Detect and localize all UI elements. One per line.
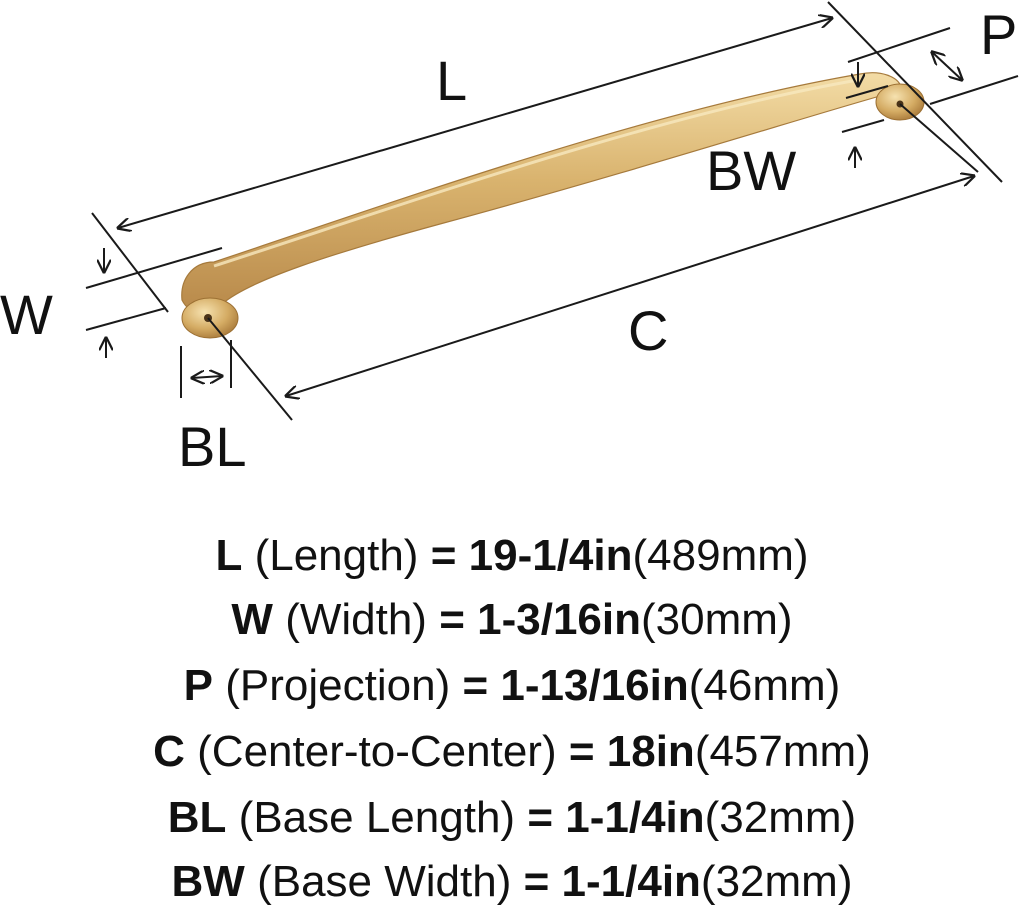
center-dimension-line [286,176,974,396]
width-label: W [0,283,53,346]
spec-metric: (489mm) [632,531,809,580]
center-extension-right [899,103,979,173]
projection-label: P [980,3,1017,66]
center-extension-left [207,317,293,421]
cabinet-pull-handle [181,72,925,339]
spec-symbol: BL [167,793,227,842]
spec-row-base-length: BL (Base Length) = 1-1/4in(32mm) [0,790,1024,846]
length-extension-right [827,1,1003,183]
specifications-list: L (Length) = 19-1/4in(489mm) W (Width) =… [0,520,1024,920]
base-length-label: BL [178,415,247,478]
spec-description: (Center-to-Center) [197,727,557,776]
spec-symbol: C [153,727,185,776]
dimension-lines [85,1,1019,421]
spec-value: 1-13/16in [500,661,689,710]
spec-equals: = [462,661,489,710]
width-extension-bottom [85,307,167,331]
base-width-extension-top [845,85,889,99]
spec-equals: = [527,793,554,842]
spec-value: 1-1/4in [565,793,705,842]
spec-description: (Base Width) [257,857,512,906]
projection-extension-bottom [929,75,1019,105]
spec-symbol: P [183,661,214,710]
spec-row-length: L (Length) = 19-1/4in(489mm) [0,528,1024,584]
spec-equals: = [523,857,550,906]
base-width-extension-bottom [841,119,885,133]
spec-row-projection: P (Projection) = 1-13/16in(46mm) [0,658,1024,714]
spec-description: (Width) [285,595,427,644]
projection-extension-top [847,27,951,63]
spec-metric: (32mm) [700,857,853,906]
center-label: C [628,299,668,362]
spec-equals: = [439,595,465,644]
spec-metric: (46mm) [688,661,841,710]
spec-row-base-width: BW (Base Width) = 1-1/4in(32mm) [0,854,1024,910]
spec-description: (Length) [254,531,419,580]
length-dimension-line [118,18,832,228]
spec-symbol: L [215,531,243,580]
spec-description: (Base Length) [238,793,516,842]
spec-value: 19-1/4in [468,531,633,580]
base-width-label: BW [706,139,796,202]
spec-description: (Projection) [225,661,451,710]
spec-row-width: W (Width) = 1-3/16in(30mm) [0,592,1024,648]
spec-value: 1-3/16in [477,595,642,644]
projection-dimension-line [932,52,962,80]
spec-row-center: C (Center-to-Center) = 18in(457mm) [0,724,1024,780]
spec-value: 1-1/4in [561,857,701,906]
length-label: L [436,49,467,112]
length-extension-left [91,212,169,313]
spec-metric: (32mm) [704,793,857,842]
spec-metric: (457mm) [694,727,871,776]
spec-metric: (30mm) [641,595,793,644]
spec-symbol: W [231,595,273,644]
spec-equals: = [568,727,595,776]
width-extension-top [85,247,223,289]
base-length-dimension-line [192,376,222,378]
spec-symbol: BW [171,857,245,906]
spec-equals: = [430,531,457,580]
spec-value: 18in [606,727,695,776]
dimension-diagram: L P BW W C BL [0,1,1019,478]
